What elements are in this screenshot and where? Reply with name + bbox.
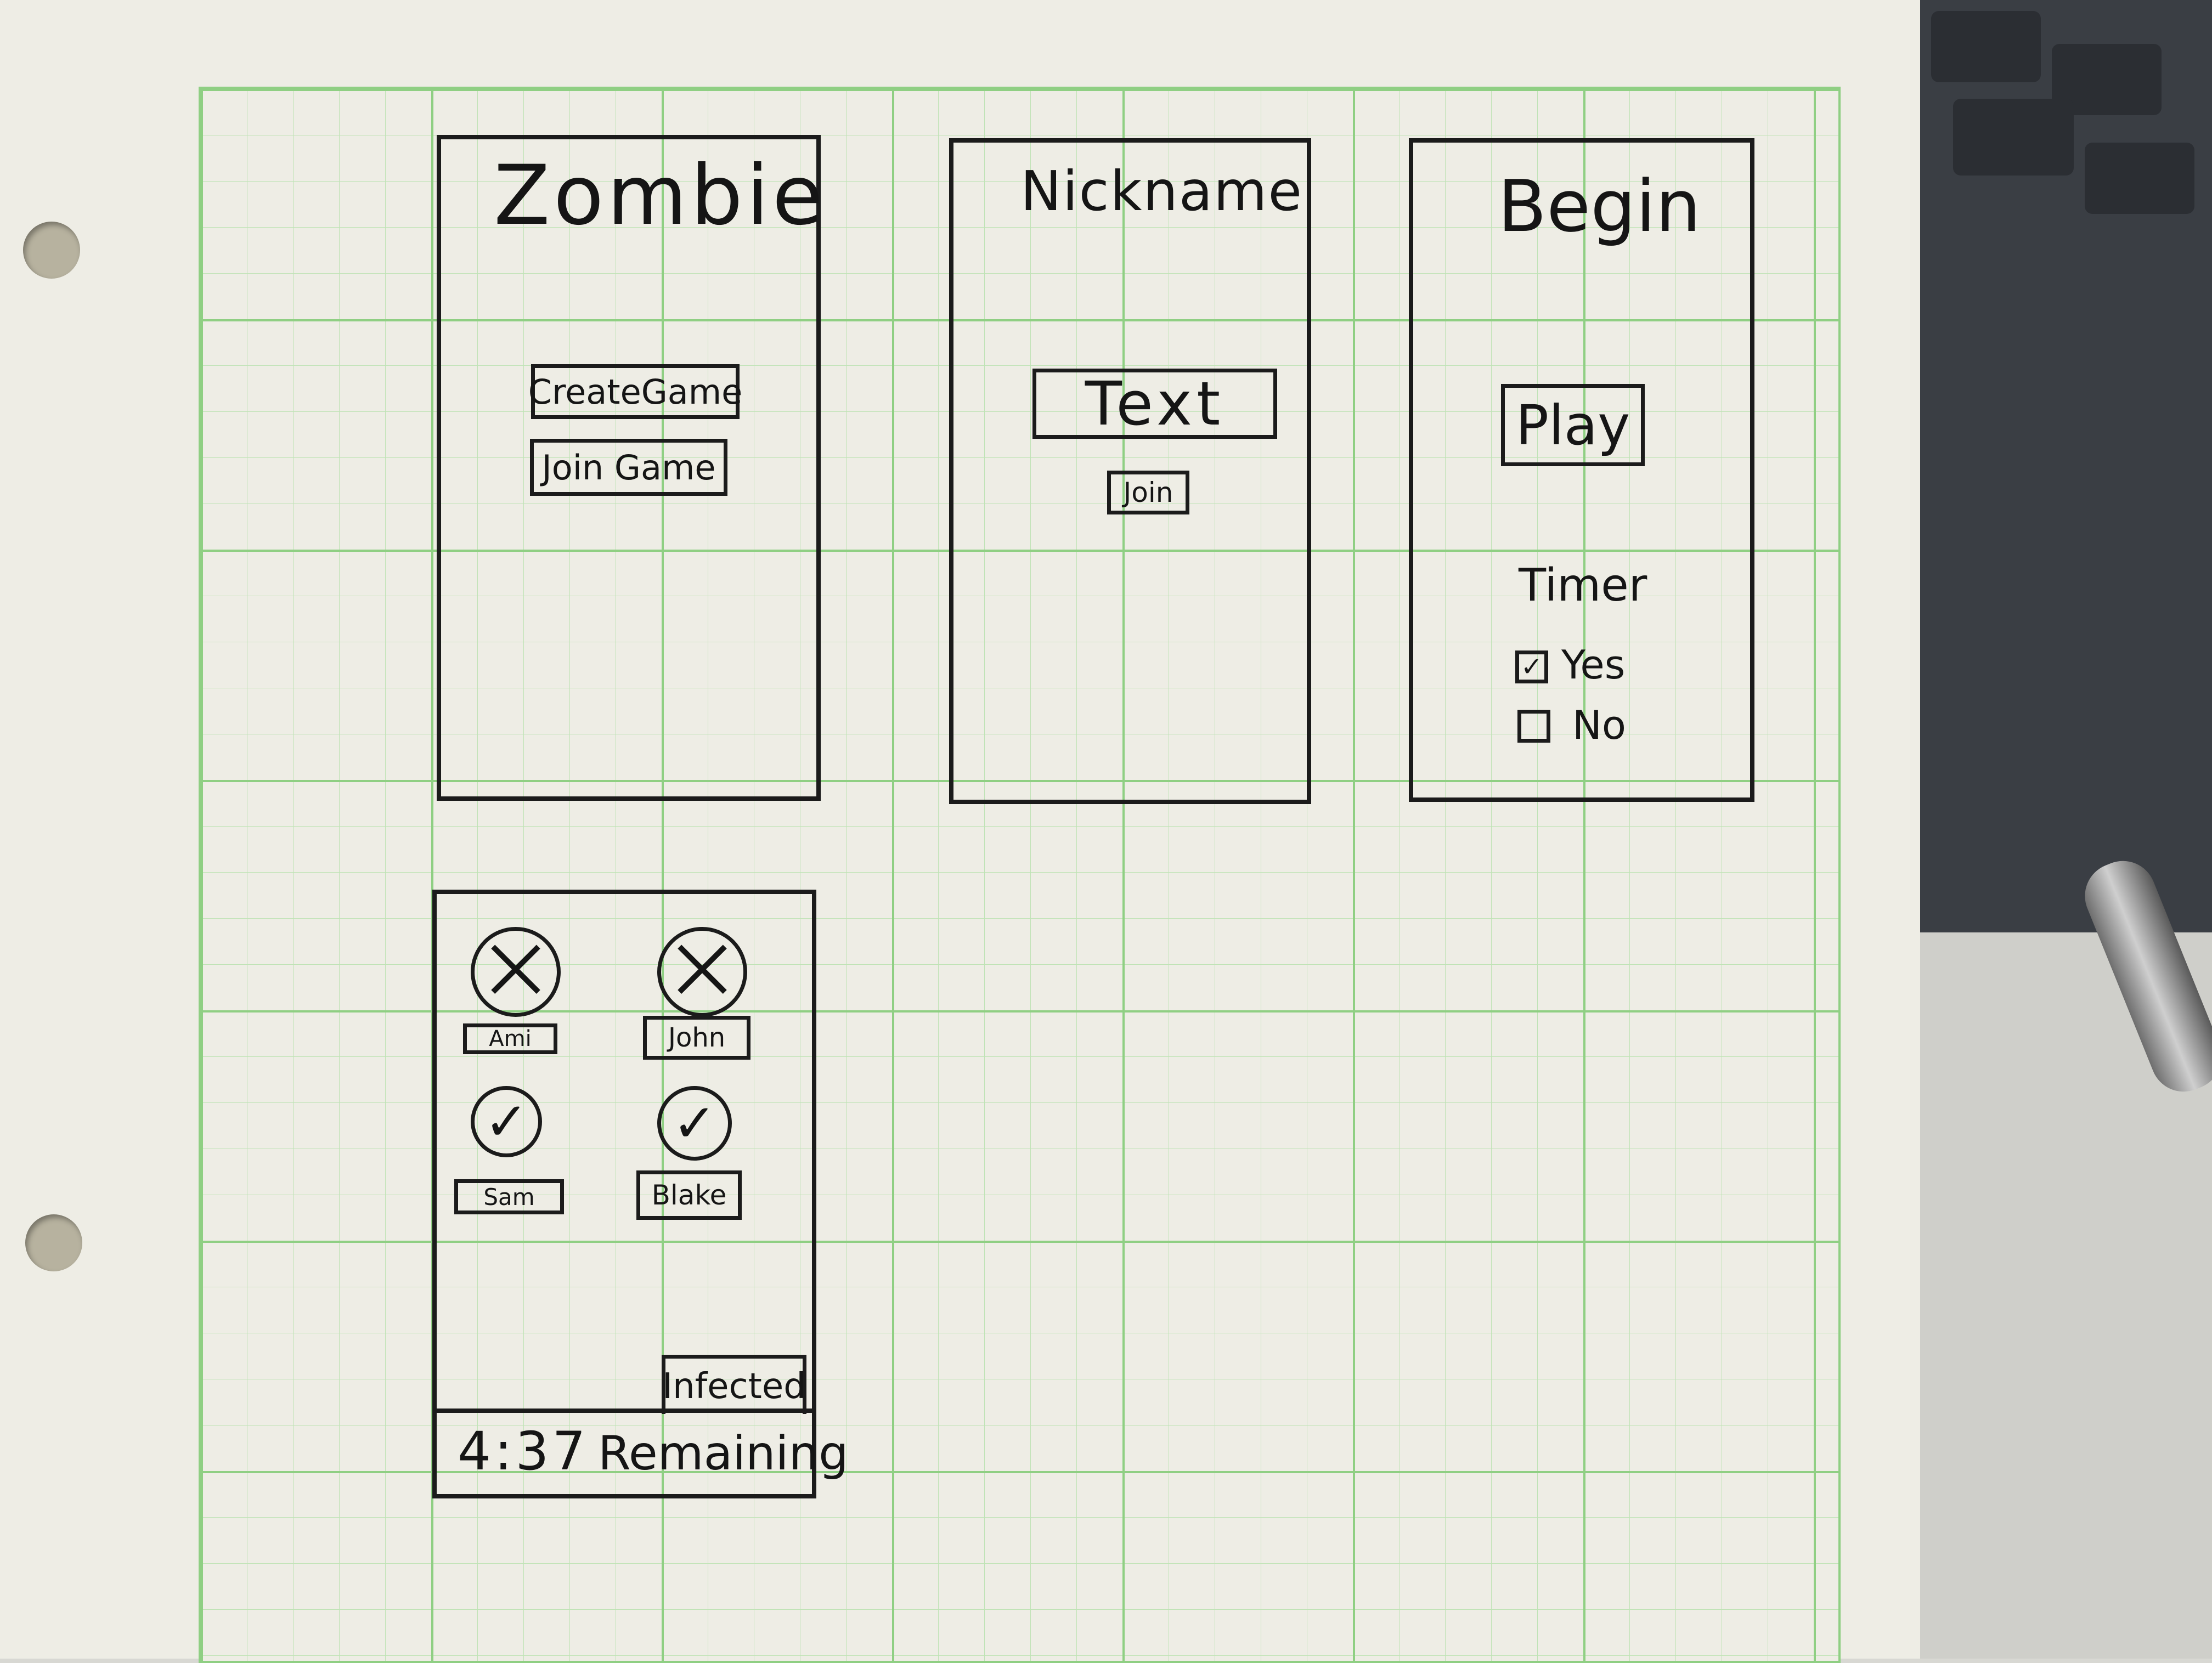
game-screen <box>432 890 816 1498</box>
join-button[interactable]: Join <box>1107 471 1189 514</box>
begin-title: Begin <box>1498 165 1701 248</box>
join-game-button[interactable]: Join Game <box>530 439 727 496</box>
player-name-button[interactable]: Ami <box>463 1023 557 1054</box>
timer-yes-checkbox[interactable]: ✓ <box>1515 651 1548 683</box>
begin-screen <box>1409 138 1754 802</box>
player-name-button[interactable]: John <box>643 1016 751 1060</box>
nickname-title: Nickname <box>1020 159 1304 223</box>
mat-pad <box>2085 143 2194 214</box>
mat-pad <box>1931 11 2041 82</box>
timer-label: Timer <box>1519 559 1647 612</box>
timer-yes-label: Yes <box>1561 642 1626 688</box>
play-button[interactable]: Play <box>1501 384 1645 466</box>
create-game-screen <box>437 135 821 801</box>
punch-hole <box>23 222 80 279</box>
nickname-input[interactable]: Text <box>1032 369 1277 439</box>
player-infected-icon: ⨉ <box>471 927 561 1017</box>
create-game-button[interactable]: CreateGame <box>528 364 742 419</box>
player-alive-icon: ✓ <box>657 1086 732 1161</box>
timer-no-checkbox[interactable] <box>1517 710 1550 743</box>
timer-no-label: No <box>1572 702 1626 748</box>
time-remaining-label: Remaining <box>598 1426 849 1481</box>
nickname-screen <box>949 138 1311 804</box>
paper-grid <box>199 87 1841 1663</box>
player-name-button[interactable]: Sam <box>454 1179 564 1214</box>
footer-divider <box>432 1409 816 1413</box>
player-infected-icon: ⨉ <box>657 927 747 1017</box>
app-title: Zombie <box>494 148 826 244</box>
player-alive-icon: ✓ <box>471 1086 542 1157</box>
infected-button[interactable]: Infected <box>662 1355 806 1414</box>
mat-pad <box>1953 99 2074 176</box>
player-name-button[interactable]: Blake <box>636 1170 742 1220</box>
punch-hole <box>25 1214 82 1271</box>
time-remaining-value: 4:37 <box>458 1421 589 1482</box>
